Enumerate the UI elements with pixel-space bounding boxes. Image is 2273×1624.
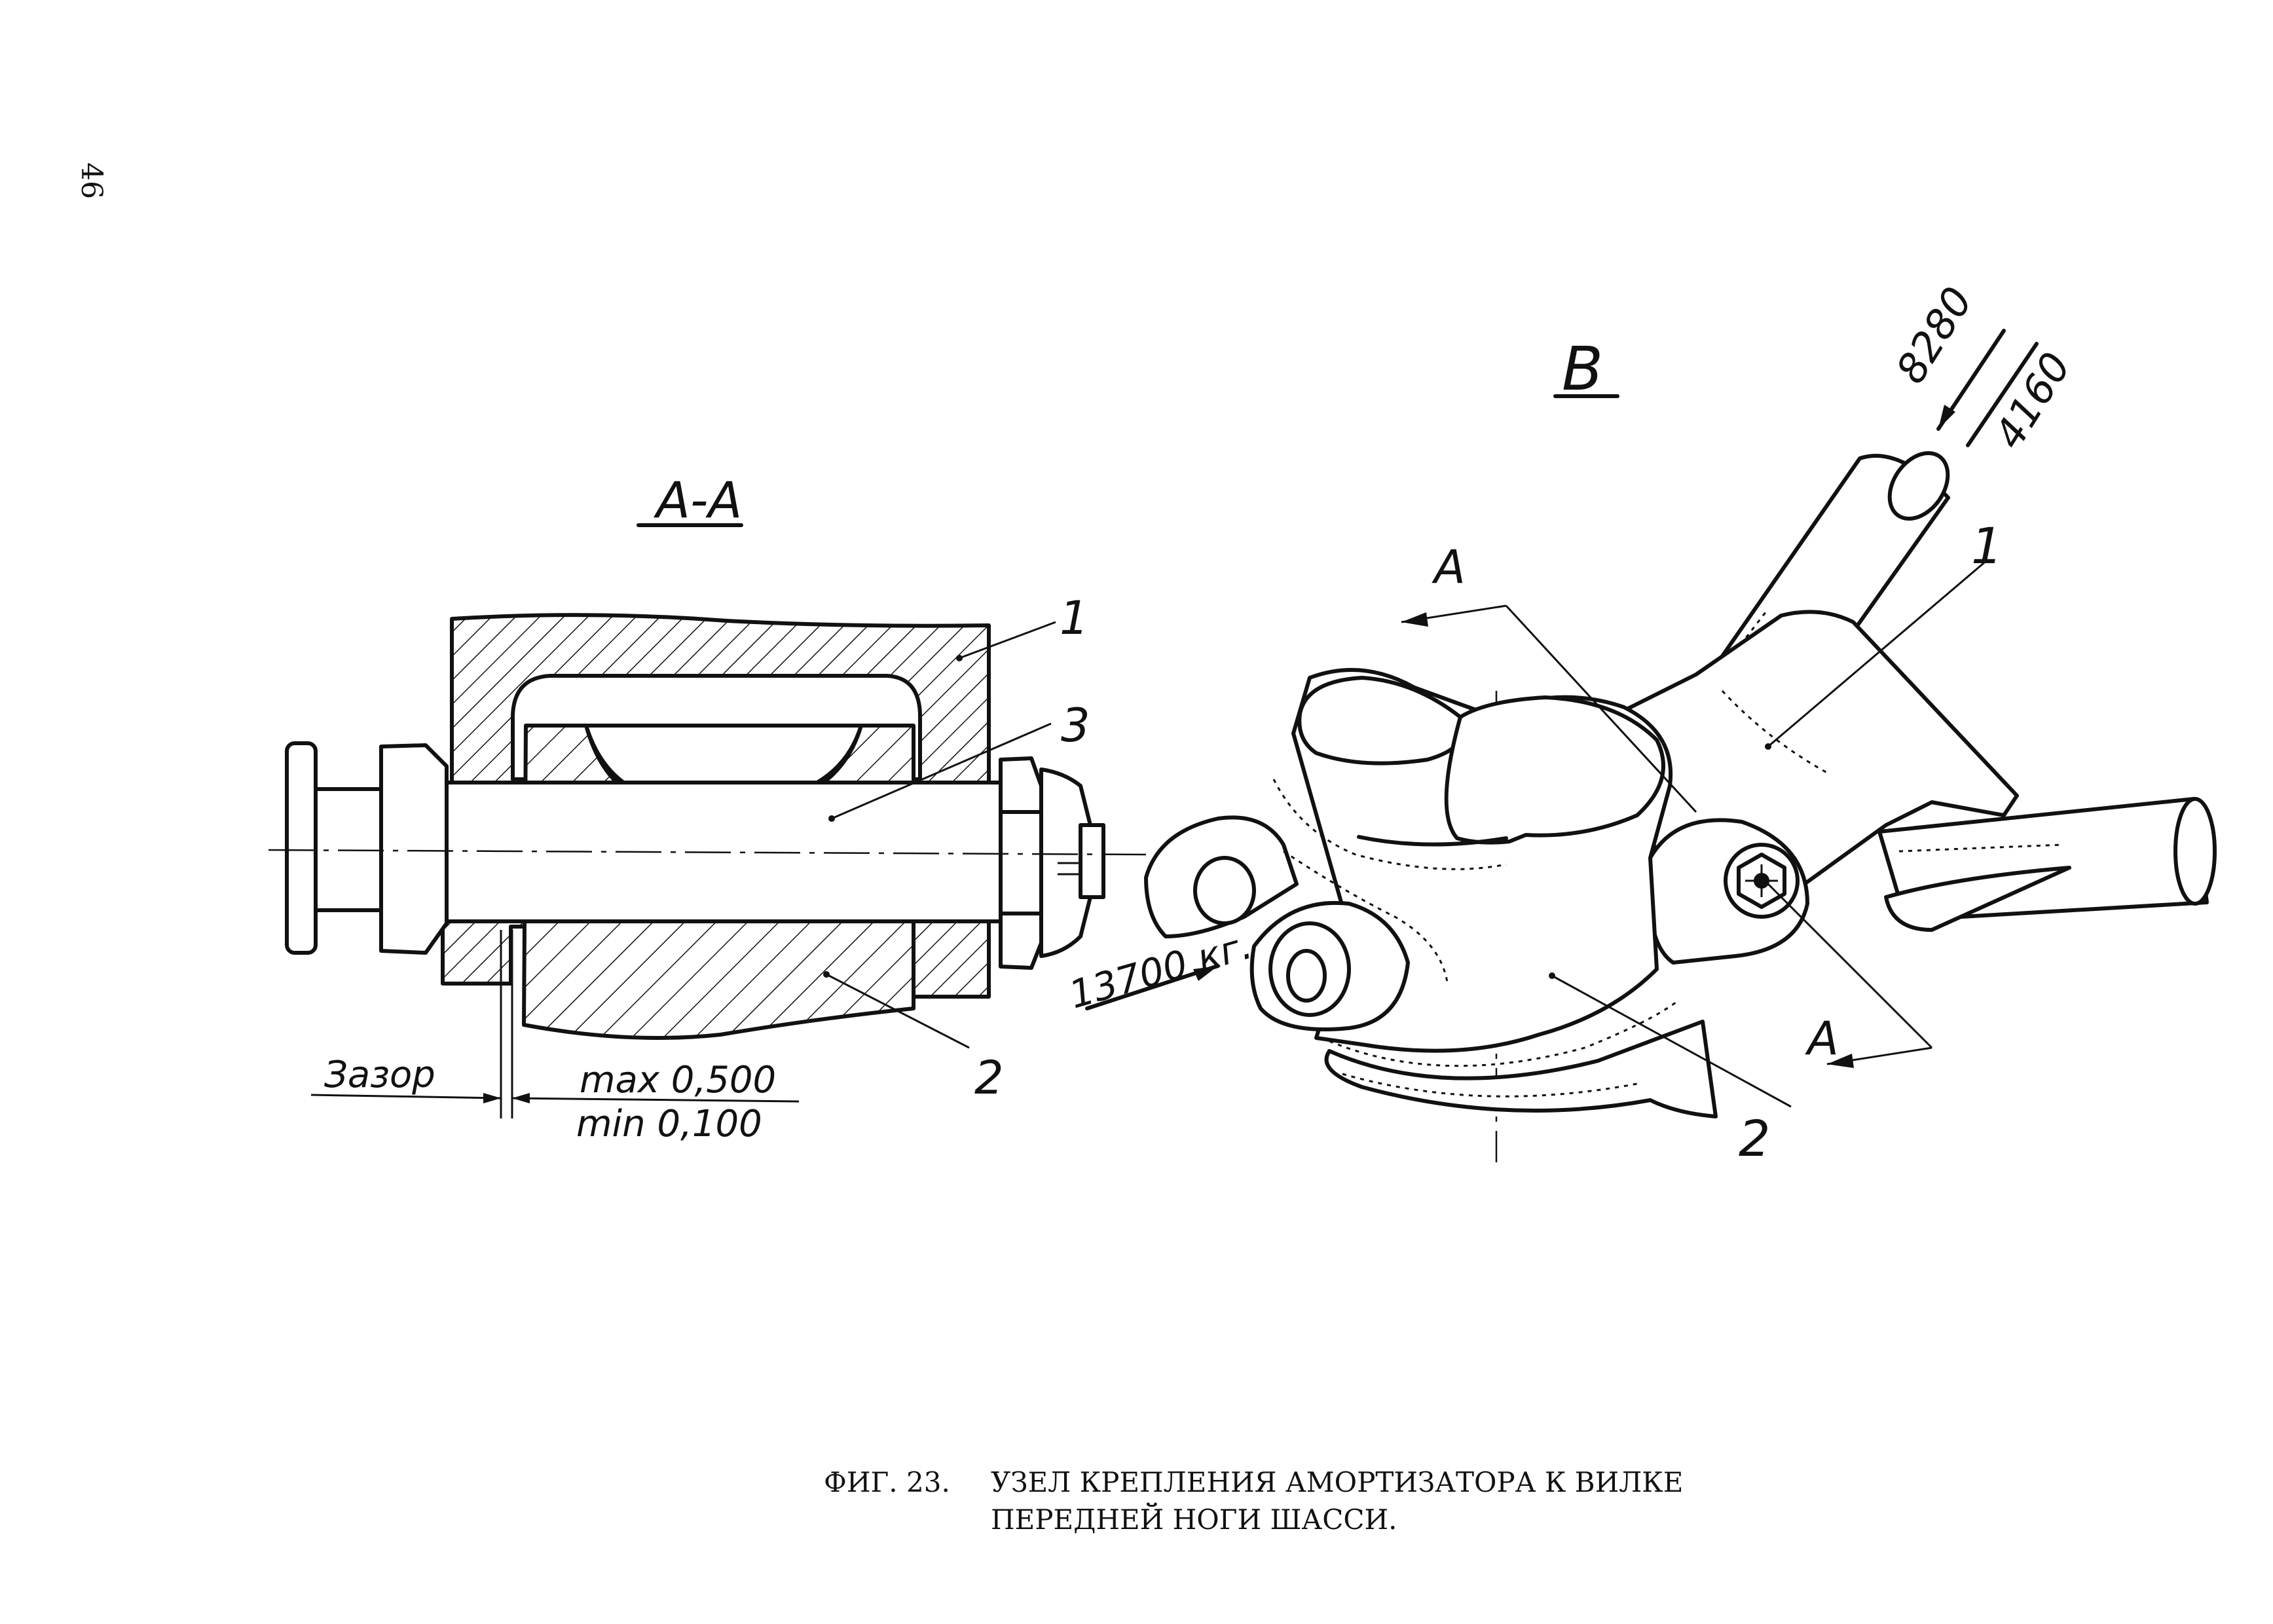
bolt-centerline (268, 849, 1147, 856)
lower-lug-bore (1286, 949, 1327, 1003)
tube-gusset (1884, 866, 2071, 932)
bolt-tip (1079, 823, 1105, 899)
tube-weld-upper (1711, 608, 1769, 682)
load-8280: 8280 (1887, 278, 1982, 392)
view-b-leader-2-dot (1549, 972, 1555, 979)
load-arrow-4160 (1966, 342, 2039, 447)
view-b-leader-2 (1551, 974, 1792, 1108)
leader-3-dot (828, 815, 835, 822)
bolt-head-flange (285, 741, 318, 955)
view-b-leader-1 (1767, 559, 1988, 748)
callout-3: 3 (1061, 699, 1090, 752)
figure-label: ФИГ. 23. (824, 1466, 950, 1498)
leader-1-dot (956, 655, 963, 661)
section-title: А-А (653, 471, 742, 529)
gap-dim-line-left (310, 1094, 502, 1099)
figure-caption: ФИГ. 23. УЗЕЛ КРЕПЛЕНИЯ АМОРТИЗАТОРА К В… (824, 1466, 1683, 1536)
nut-slots (1745, 864, 1778, 897)
section-mark-top: А (1432, 540, 1466, 594)
housing-top-opening (1297, 676, 1466, 766)
section-cut-line-bottom (1767, 883, 1933, 1049)
bolt-collar (379, 743, 449, 955)
housing-base-flange (1324, 1020, 1718, 1118)
leader-3 (831, 722, 1052, 820)
cotter-pin (1058, 862, 1081, 876)
upper-tube-end (1887, 451, 1950, 521)
leader-2 (826, 973, 970, 1049)
section-mark-bottom: А (1805, 1012, 1839, 1065)
bracket-weld (1721, 690, 1828, 774)
leader-1 (959, 621, 1056, 659)
load-arrowhead-13700 (1193, 966, 1218, 981)
view-b-callout-1: 1 (1971, 517, 2003, 575)
upper-lug-hole (1193, 856, 1256, 925)
lower-tube-end (2173, 797, 2217, 906)
view-b: В (1064, 278, 2217, 1168)
gap-min: min 0,100 (576, 1103, 762, 1145)
gap-label: Зазор (324, 1054, 435, 1096)
load-13700: 13700 кг. (1064, 923, 1257, 1017)
caption-line-1: УЗЕЛ КРЕПЛЕНИЯ АМОРТИЗАТОРА К ВИЛКЕ (991, 1466, 1683, 1498)
housing-dome (1444, 695, 1665, 845)
callout-2: 2 (974, 1051, 1004, 1105)
section-arrowhead-bottom (1827, 1054, 1854, 1068)
load-arrowhead-8280 (1938, 405, 1955, 429)
section-cut-line-top (1505, 604, 1697, 813)
section-view-a-a: А-А 1 3 2 (268, 471, 1147, 1145)
castle-nut (999, 756, 1043, 970)
callout-1: 1 (1060, 591, 1089, 645)
base-weld (1342, 1073, 1638, 1098)
view-b-callout-2: 2 (1739, 1109, 1770, 1168)
view-b-title: В (1562, 334, 1603, 404)
gap-arrow-right (512, 1093, 530, 1103)
view-b-leader-1-dot (1765, 743, 1771, 750)
gap-max: max 0,500 (580, 1059, 776, 1101)
caption-line-2: ПЕРЕДНЕЙ НОГИ ШАССИ. (991, 1502, 1397, 1536)
page-number: 46 (75, 162, 108, 199)
gap-dim-line-right (511, 1097, 800, 1103)
housing-weld-upper (1272, 779, 1507, 870)
leader-2-dot (823, 971, 830, 978)
lug-weld (1283, 850, 1449, 983)
section-arrowhead-top (1401, 612, 1428, 627)
housing-shoulder (1357, 835, 1508, 847)
gap-arrow-left (483, 1093, 501, 1103)
